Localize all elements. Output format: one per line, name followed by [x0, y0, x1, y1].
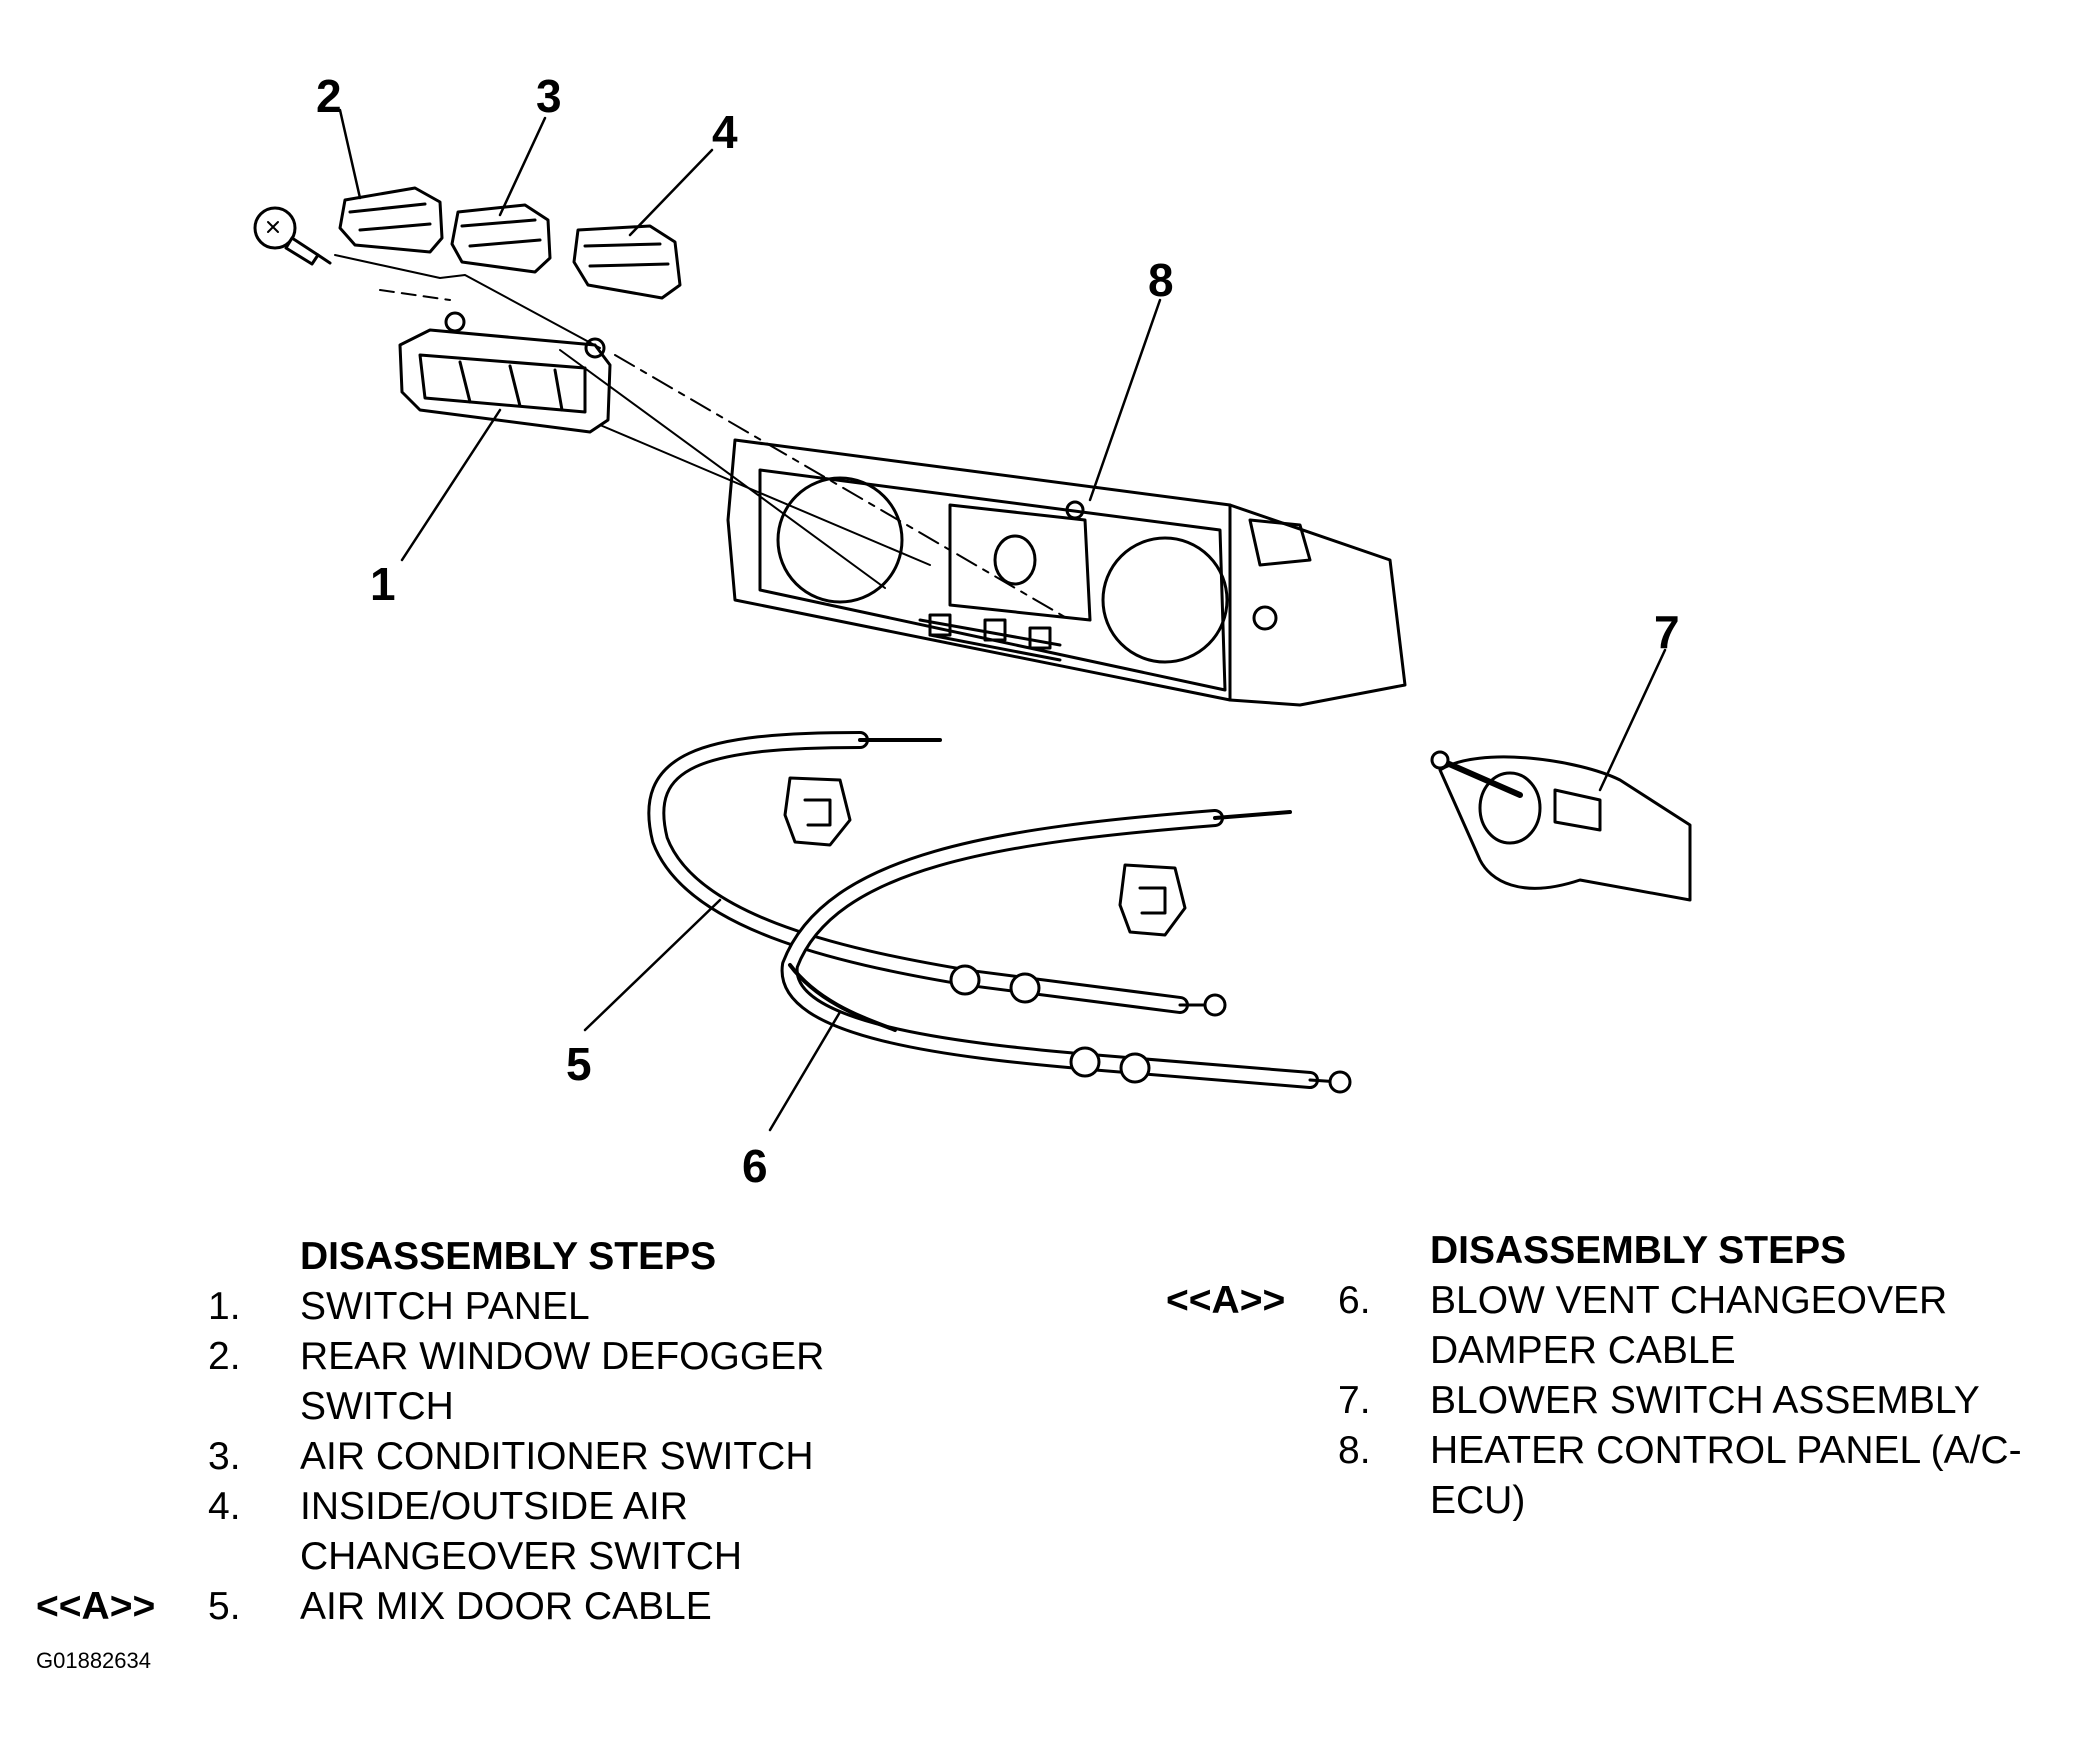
air-conditioner-switch-part — [450, 203, 552, 274]
step-text: BLOW VENT CHANGEOVER — [1430, 1279, 1948, 1322]
step-text: ECU) — [1430, 1479, 1526, 1522]
step-marker: <<A>> — [36, 1585, 156, 1628]
step-text: AIR CONDITIONER SWITCH — [300, 1435, 814, 1478]
right-disassembly-steps: DISASSEMBLY STEPS <<A>> 6. BLOW VENT CHA… — [1100, 1226, 2098, 1546]
step-item: 1. SWITCH PANEL — [0, 1282, 1000, 1332]
callout-label: 7 — [1654, 606, 1680, 658]
callout-label: 1 — [370, 558, 396, 610]
inside-outside-air-switch-part — [572, 224, 682, 300]
screw-part — [253, 206, 332, 266]
step-number: 2. — [208, 1335, 241, 1378]
leader-lines — [338, 108, 1667, 1132]
step-number: 8. — [1338, 1429, 1371, 1472]
step-text: BLOWER SWITCH ASSEMBLY — [1430, 1379, 1980, 1422]
step-text: CHANGEOVER SWITCH — [300, 1535, 743, 1578]
step-item: 8. HEATER CONTROL PANEL (A/C- ECU) — [1100, 1426, 2098, 1526]
figure-id: G01882634 — [36, 1648, 151, 1673]
callout-label: 3 — [536, 70, 562, 122]
step-item: 2. REAR WINDOW DEFOGGER SWITCH — [0, 1332, 1000, 1432]
step-number: 6. — [1338, 1279, 1371, 1322]
step-text: INSIDE/OUTSIDE AIR — [300, 1485, 688, 1528]
step-number: 3. — [208, 1435, 241, 1478]
left-disassembly-steps: DISASSEMBLY STEPS 1. SWITCH PANEL 2. REA… — [0, 1232, 1000, 1652]
callout-label: 8 — [1148, 254, 1174, 306]
cable-clip-part — [783, 776, 852, 847]
step-number: 4. — [208, 1485, 241, 1528]
step-item: 4. INSIDE/OUTSIDE AIR CHANGEOVER SWITCH — [0, 1482, 1000, 1582]
steps-heading: DISASSEMBLY STEPS — [1430, 1229, 1847, 1272]
blow-vent-damper-cable-part — [780, 809, 1352, 1094]
step-item: <<A>> 5. AIR MIX DOOR CABLE — [0, 1582, 1000, 1632]
callout-label: 4 — [712, 106, 738, 158]
step-text: DAMPER CABLE — [1430, 1329, 1736, 1372]
step-marker: <<A>> — [1166, 1279, 1286, 1322]
callout-label: 2 — [316, 70, 342, 122]
step-number: 5. — [208, 1585, 241, 1628]
step-number: 1. — [208, 1285, 241, 1328]
step-text: SWITCH — [300, 1385, 454, 1428]
heater-control-panel-part — [726, 438, 1407, 707]
steps-heading: DISASSEMBLY STEPS — [300, 1235, 717, 1278]
step-item: <<A>> 6. BLOW VENT CHANGEOVER DAMPER CAB… — [1100, 1276, 2098, 1376]
callout-label: 6 — [742, 1140, 768, 1192]
step-text: HEATER CONTROL PANEL (A/C- — [1430, 1429, 2022, 1472]
rear-window-defogger-switch-part — [338, 186, 444, 254]
step-item: 3. AIR CONDITIONER SWITCH — [0, 1432, 1000, 1482]
step-text: AIR MIX DOOR CABLE — [300, 1585, 712, 1628]
cable-clip-part — [1118, 863, 1187, 937]
step-text: SWITCH PANEL — [300, 1285, 590, 1328]
blower-switch-assembly-part — [1430, 750, 1692, 902]
switch-panel-part — [398, 311, 612, 434]
step-number: 7. — [1338, 1379, 1371, 1422]
air-mix-door-cable-part — [647, 731, 1227, 1017]
callout-label: 5 — [566, 1038, 592, 1090]
step-item: 7. BLOWER SWITCH ASSEMBLY — [1100, 1376, 2098, 1426]
step-text: REAR WINDOW DEFOGGER — [300, 1335, 825, 1378]
